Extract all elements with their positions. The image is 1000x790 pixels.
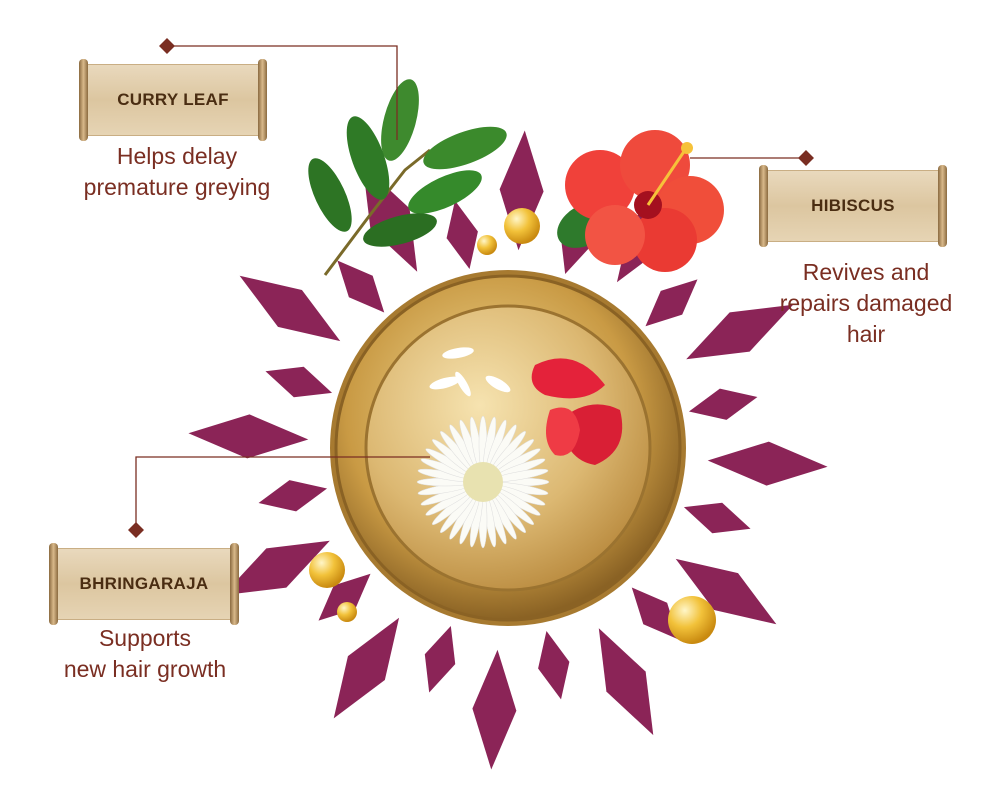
ray [686, 304, 794, 360]
bhringaraja-description: Supports new hair growth [0, 623, 295, 685]
ray [631, 587, 679, 640]
oil-drops [309, 208, 716, 644]
hibiscus-title: HIBISCUS [811, 196, 895, 215]
hibiscus-scroll-label: HIBISCUS [759, 165, 947, 247]
bhringaraja-flower [416, 415, 550, 549]
ray [645, 279, 698, 327]
hibiscus-flower [557, 130, 724, 272]
desc-line: hair [846, 321, 886, 347]
ray [688, 388, 758, 420]
desc-line: new hair growth [63, 656, 227, 682]
curry-leaf-scroll-label: CURRY LEAF [79, 59, 267, 141]
ray [258, 480, 328, 512]
ray [424, 625, 456, 693]
desc-line: Supports [98, 625, 192, 651]
desc-line: premature greying [83, 174, 271, 200]
ray [472, 649, 517, 770]
ray [318, 573, 371, 621]
ray [333, 617, 400, 719]
flower-center [463, 462, 503, 502]
connector-curry-leaf [159, 38, 398, 140]
curry-leaf-sprig [308, 79, 507, 276]
ray [239, 275, 341, 342]
bhringaraja-scroll-label: BHRINGARAJA [49, 543, 239, 625]
connector-hibiscus [690, 150, 814, 166]
ray [446, 200, 478, 270]
ray [707, 441, 828, 486]
desc-line: Helps delay [116, 143, 238, 169]
ray [538, 630, 570, 700]
desc-line: repairs damaged [779, 290, 953, 316]
ray [683, 502, 751, 534]
ray [265, 366, 333, 398]
ray [598, 628, 654, 736]
connector-bhringaraja [128, 456, 430, 538]
hibiscus-petals [531, 358, 623, 465]
ray [337, 260, 385, 313]
ray [222, 540, 330, 596]
desc-line: Revives and [802, 259, 930, 285]
curry-leaf-title: CURRY LEAF [117, 90, 229, 109]
curry-leaf-description: Helps delay premature greying [27, 141, 327, 203]
ray [188, 414, 309, 459]
rice-grains [429, 347, 511, 397]
ray [675, 558, 777, 625]
bhringaraja-title: BHRINGARAJA [79, 574, 209, 593]
hibiscus-description: Revives and repairs damaged hair [716, 257, 1000, 350]
